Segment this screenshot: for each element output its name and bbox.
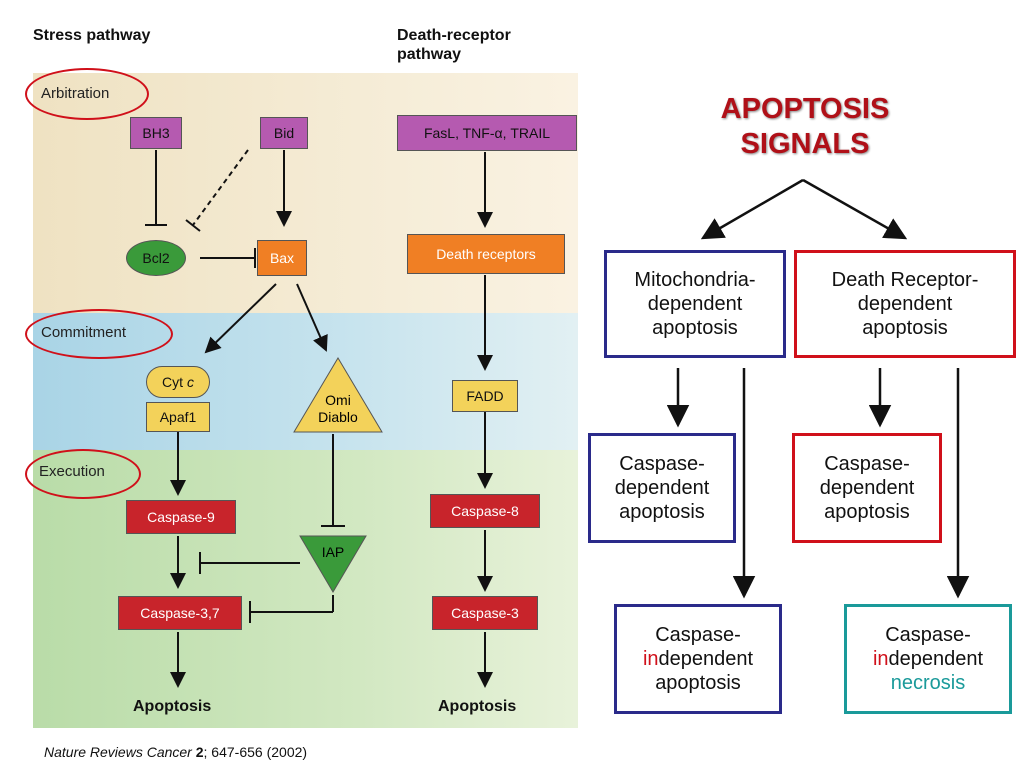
commitment-ellipse (25, 309, 173, 359)
receptor-line-3: apoptosis (862, 317, 948, 339)
caspase-dependent-right-box: Caspase- dependent apoptosis (792, 433, 942, 543)
execution-label: Execution (39, 463, 105, 480)
casp-dep-left-line-1: Caspase- (619, 453, 705, 475)
casp-dep-right-line-2: dependent (819, 477, 915, 499)
casp-indep-necr-line-3: necrosis (890, 672, 966, 694)
casp-indep-necr-line-1: Caspase- (885, 624, 971, 646)
cyt-c-italic: c (186, 374, 194, 390)
cyt-label: Cyt (162, 374, 184, 390)
bcl2-node: Bcl2 (126, 240, 186, 276)
iap-triangle (299, 535, 367, 593)
citation-journal: Nature Reviews Cancer (44, 744, 192, 760)
casp-dep-left-line-3: apoptosis (619, 501, 705, 523)
apoptosis-left-label: Apoptosis (133, 698, 212, 715)
apaf1-node: Apaf1 (146, 402, 210, 432)
caspase-dependent-left-box: Caspase- dependent apoptosis (588, 433, 736, 543)
mito-line-3: apoptosis (652, 317, 738, 339)
arbitration-ellipse (25, 68, 149, 120)
casp-indep-apop-line-3: apoptosis (655, 672, 741, 694)
execution-ellipse (25, 449, 141, 499)
mitochondria-dependent-box: Mitochondria- dependent apoptosis (604, 250, 786, 358)
iap-label: IAP (321, 544, 345, 560)
citation-volume: 2 (195, 744, 204, 760)
receptor-line-2: dependent (857, 293, 953, 315)
omi-label: Omi (325, 392, 351, 408)
omi-diablo-triangle (293, 357, 383, 433)
commitment-label: Commitment (41, 324, 127, 341)
title-line-1: APOPTOSIS (720, 93, 890, 125)
caspase-3-node: Caspase-3 (432, 596, 538, 630)
caspase-9-node: Caspase-9 (126, 500, 236, 534)
fadd-node: FADD (452, 380, 518, 412)
diablo-label: Diablo (318, 409, 358, 425)
casp-indep-necr-prefix: in (872, 648, 889, 670)
casp-indep-necr-rest: dependent (888, 648, 984, 670)
caspase-8-node: Caspase-8 (430, 494, 540, 528)
citation: Nature Reviews Cancer 2; 647-656 (2002) (44, 744, 307, 760)
casp-indep-apop-line-1: Caspase- (655, 624, 741, 646)
caspase-3-7-node: Caspase-3,7 (118, 596, 242, 630)
title-line-2: SIGNALS (740, 128, 870, 160)
death-receptor-header-line2: pathway (397, 46, 462, 63)
casp-dep-right-line-1: Caspase- (824, 453, 910, 475)
mito-line-2: dependent (647, 293, 743, 315)
bax-node: Bax (257, 240, 307, 276)
stress-pathway-header: Stress pathway (33, 27, 151, 44)
death-receptor-dependent-box: Death Receptor- dependent apoptosis (794, 250, 1016, 358)
casp-indep-apop-prefix: in (642, 648, 659, 670)
fasl-tnf-trail-node: FasL, TNF-α, TRAIL (397, 115, 577, 151)
bid-node: Bid (260, 117, 308, 149)
casp-indep-necr-line-2: independent (873, 647, 983, 671)
casp-indep-apop-line-2: independent (643, 647, 753, 671)
citation-rest: ; 647-656 (2002) (203, 744, 308, 760)
arbitration-label: Arbitration (41, 85, 110, 102)
death-receptor-header-line1: Death-receptor (397, 27, 511, 44)
apoptosis-signals-title: APOPTOSIS SIGNALS (650, 92, 960, 162)
caspase-independent-necrosis-box: Caspase- independent necrosis (844, 604, 1012, 714)
death-receptors-node: Death receptors (407, 234, 565, 274)
receptor-line-1: Death Receptor- (831, 269, 979, 291)
casp-dep-left-line-2: dependent (614, 477, 710, 499)
casp-indep-apop-rest: dependent (658, 648, 754, 670)
cyt-c-node: Cyt c (146, 366, 210, 398)
mito-line-1: Mitochondria- (634, 269, 756, 291)
caspase-independent-apoptosis-box: Caspase- independent apoptosis (614, 604, 782, 714)
bh3-node: BH3 (130, 117, 182, 149)
apoptosis-right-label: Apoptosis (438, 698, 517, 715)
casp-dep-right-line-3: apoptosis (824, 501, 910, 523)
